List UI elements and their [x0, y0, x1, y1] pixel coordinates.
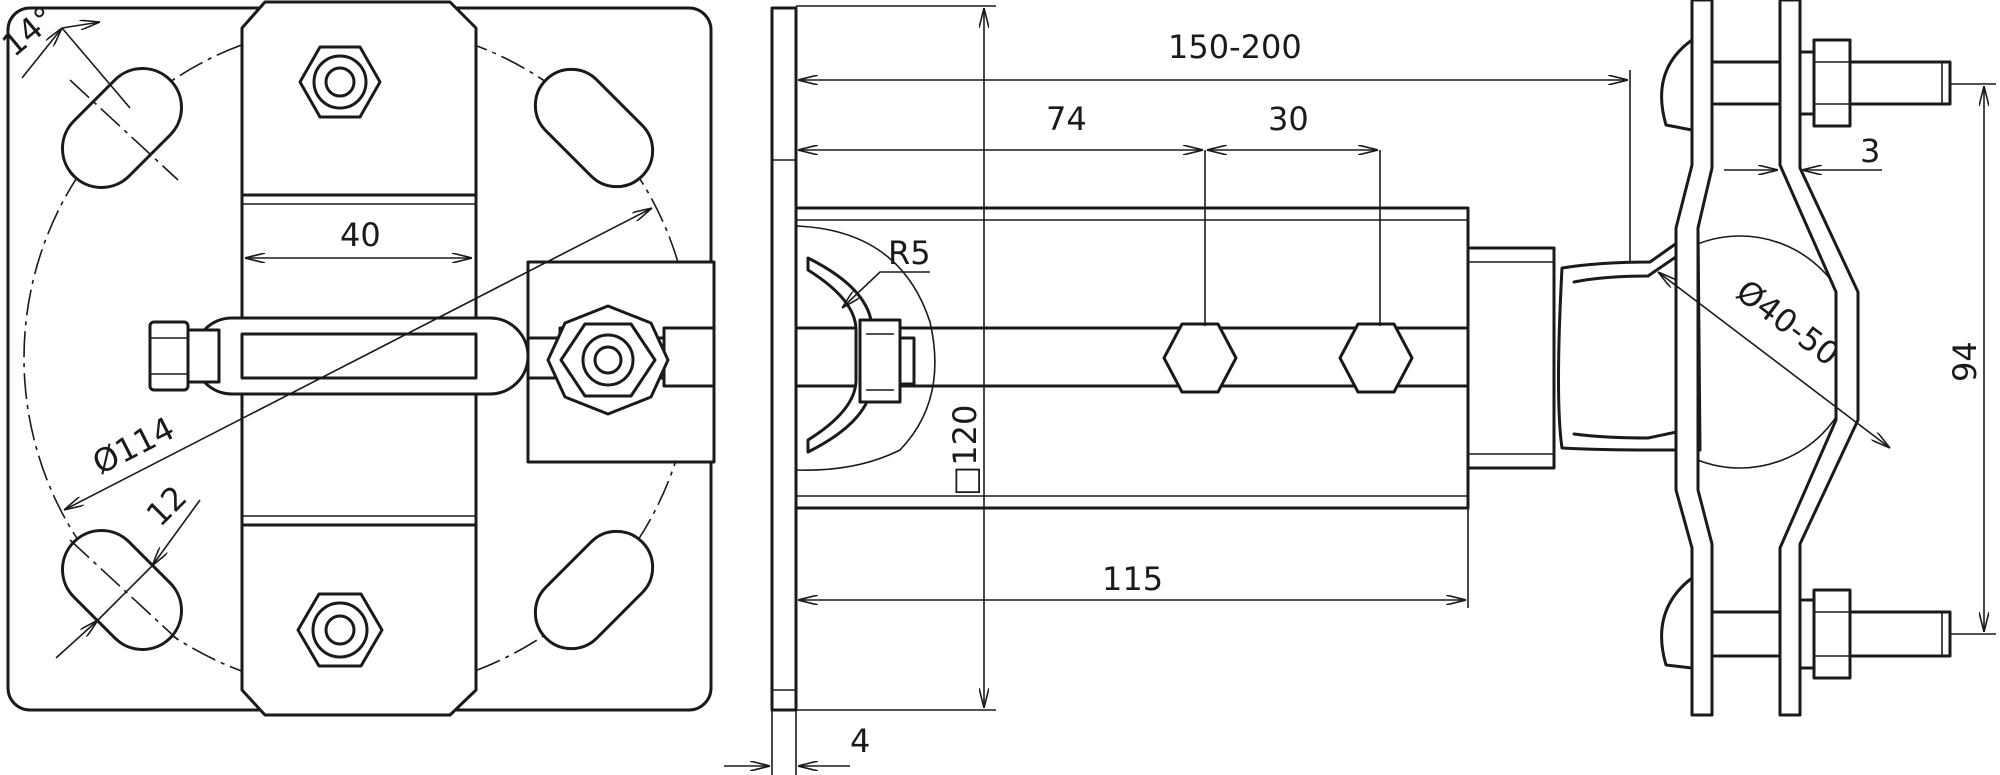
dim-bolt-spacing: 94 — [1946, 341, 1984, 382]
dim-bolt-circle: Ø114 — [86, 409, 180, 482]
wall-plate — [770, 6, 798, 712]
slot-bottom-right — [533, 529, 655, 651]
pipe-clamp — [1557, 0, 1952, 717]
dim-hole-position: 74 — [1046, 100, 1087, 138]
dim-square-profile: □120 — [946, 405, 984, 496]
adjust-bolt-1 — [1162, 322, 1238, 394]
side-clamp — [526, 260, 716, 464]
bottom-nut — [296, 592, 384, 668]
dim-corner-radius: R5 — [888, 234, 931, 272]
side-view: 150-200 74 30 R5 □120 115 4 3 Ø40-50 94 — [724, 0, 1996, 775]
slot-bottom-left — [60, 528, 184, 652]
dim-hole-pitch: 30 — [1268, 100, 1309, 138]
dim-pipe-diameter: Ø40-50 — [1729, 272, 1846, 373]
slot-top-left — [60, 66, 184, 190]
tension-bolt — [148, 316, 530, 396]
dim-tube-length: 115 — [1102, 560, 1163, 598]
dim-slot-width: 12 — [139, 478, 195, 534]
top-nut — [298, 45, 382, 119]
dim-overall-length: 150-200 — [1168, 28, 1302, 66]
slot-top-right — [533, 67, 655, 189]
dim-plate-thickness: 4 — [850, 722, 870, 760]
adjust-bolt-2 — [1338, 322, 1414, 394]
dim-strap-thickness: 3 — [1860, 132, 1880, 170]
front-view: 14° Ø114 12 40 — [0, 0, 716, 717]
dim-clamp-width: 40 — [340, 216, 381, 254]
telescopic-insert — [1466, 246, 1556, 470]
cutaway-outline — [795, 225, 936, 471]
